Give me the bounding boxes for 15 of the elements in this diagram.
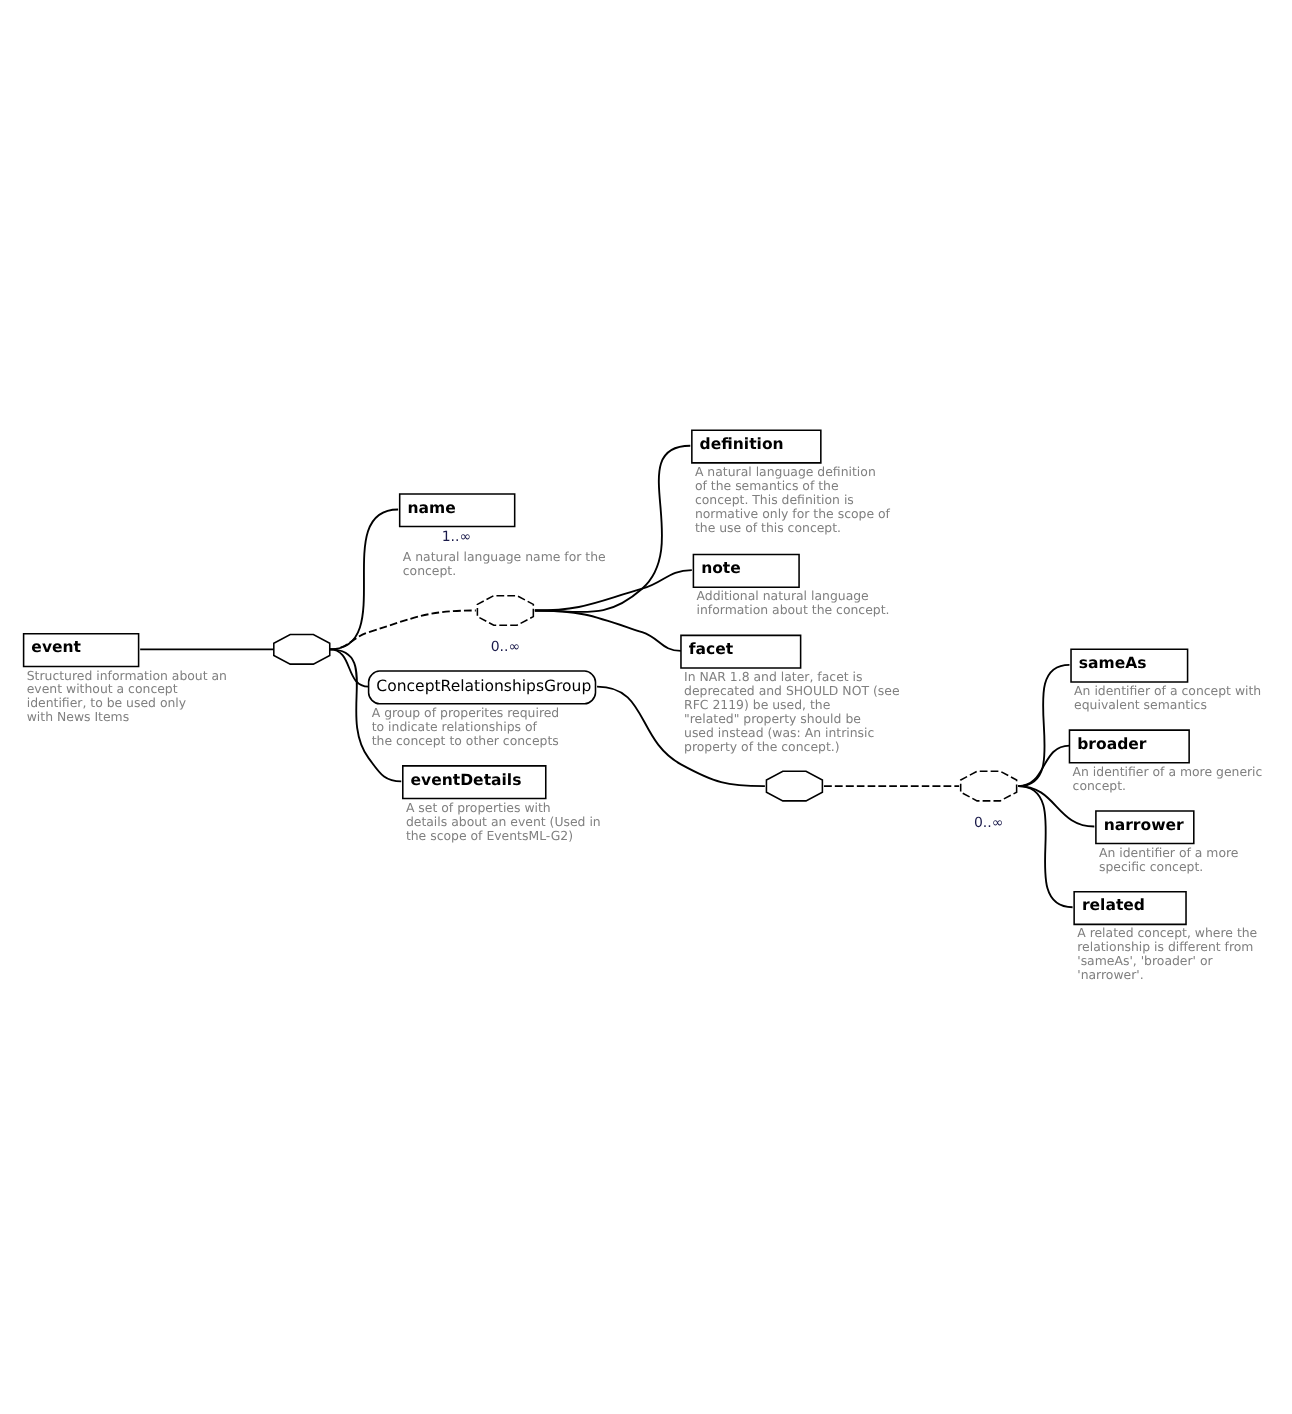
connector: [328, 647, 370, 687]
node-octagon: [476, 593, 535, 626]
node-octagon: [273, 632, 331, 664]
connector: [533, 608, 682, 651]
connector: [328, 608, 477, 650]
connector: [533, 443, 692, 612]
connector: [596, 684, 766, 786]
connector: [328, 647, 403, 782]
node-octagon: [765, 769, 824, 801]
node-octagon: [959, 769, 1018, 801]
connector: [823, 784, 961, 786]
connector: [533, 568, 693, 611]
connector: [1017, 784, 1074, 908]
connector: [139, 647, 275, 650]
connector: [1017, 784, 1096, 827]
